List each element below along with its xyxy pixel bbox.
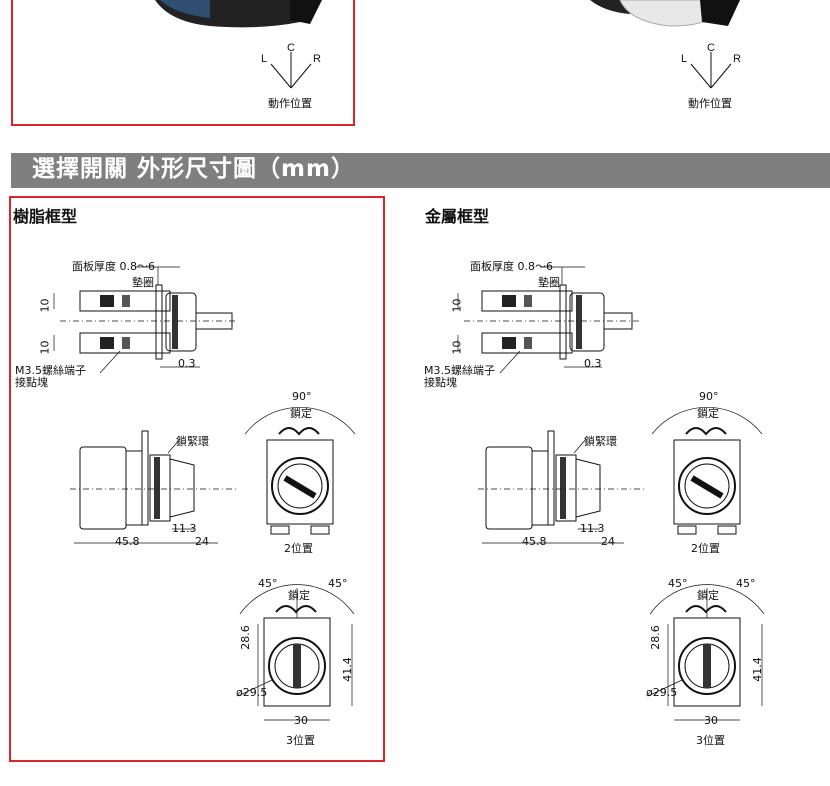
label-pos-2: 2位置 (284, 542, 313, 555)
top-product-frame (11, 0, 355, 126)
side-view-lower-metal (478, 430, 644, 544)
switch-knob-photo-right (590, 0, 740, 27)
motion-label-c: C (287, 42, 295, 54)
dim-angle-45-left-metal: 45° (668, 577, 688, 590)
dim-angle-90-metal: 90° (699, 390, 719, 403)
dim-ten-upper-metal: 10 (450, 298, 464, 313)
dim-ten-lower: 10 (38, 340, 52, 355)
dim-panel-thickness-metal: 面板厚度 0.8〜6 (470, 260, 553, 273)
label-pos-3-metal: 3位置 (696, 734, 725, 747)
dim-length-front: 24 (195, 535, 209, 548)
dim-height-286-metal: 28.6 (648, 625, 662, 650)
motion-label-r-right: R (733, 53, 741, 65)
dim-length-front-metal: 24 (601, 535, 615, 548)
dim-gap-metal: 0.3 (584, 357, 602, 370)
motion-label-l-right: L (681, 53, 688, 65)
section-title-resin: 樹脂框型 (13, 207, 78, 226)
label-contact-block-metal: 接點塊 (424, 376, 457, 389)
dim-length-main-metal: 45.8 (522, 535, 547, 548)
motion-label-r: R (313, 53, 321, 65)
label-lock-3pos: 鎖定 (288, 589, 310, 602)
label-terminal: M3.5螺絲端子 (15, 364, 86, 377)
side-view-top (53, 266, 236, 374)
label-pos-3: 3位置 (286, 734, 315, 747)
resin-highlight-frame (9, 196, 385, 762)
label-lock-2pos-metal: 鎖定 (697, 407, 719, 420)
dim-length-bezel-metal: 11.3 (580, 522, 605, 535)
dim-gasket-metal: 墊圈 (538, 276, 560, 289)
dim-ten-upper: 10 (38, 298, 52, 313)
section-title-metal: 金屬框型 (425, 207, 490, 226)
motion-diagram-right (690, 52, 732, 89)
dim-width-30-metal: 30 (704, 714, 718, 727)
motion-diagram-left (270, 52, 312, 89)
dim-angle-45-right: 45° (328, 577, 348, 590)
side-view-lower (70, 430, 238, 544)
dim-diameter: ø29.5 (236, 686, 268, 699)
dim-angle-45-right-metal: 45° (736, 577, 756, 590)
banner-title: 選擇開關 外形尺寸圖（mm） (32, 156, 355, 182)
label-lock-ring-metal: 鎖緊環 (584, 435, 617, 448)
motion-caption-right: 動作位置 (688, 97, 732, 110)
front-view-3pos-metal (647, 584, 765, 721)
label-lock-3pos-metal: 鎖定 (697, 589, 719, 602)
label-lock-2pos: 鎖定 (290, 407, 312, 420)
label-lock-ring: 鎖緊環 (176, 435, 209, 448)
front-view-2pos-metal (651, 407, 763, 535)
dim-angle-90: 90° (292, 390, 312, 403)
switch-knob-photo-left (155, 0, 322, 28)
dim-angle-45-left: 45° (258, 577, 278, 590)
label-contact-block: 接點塊 (15, 376, 48, 389)
dim-height-286: 28.6 (238, 625, 252, 650)
dim-height-414: 41.4 (340, 657, 354, 682)
motion-caption-left: 動作位置 (268, 97, 312, 110)
dim-ten-lower-metal: 10 (450, 340, 464, 355)
dim-gap: 0.3 (178, 357, 196, 370)
front-view-2pos (244, 407, 356, 535)
dim-width-30: 30 (294, 714, 308, 727)
section-banner (11, 153, 830, 188)
motion-label-c-right: C (707, 42, 715, 54)
dim-diameter-metal: ø29.5 (646, 686, 678, 699)
side-view-top-metal (457, 266, 640, 374)
dim-gasket: 墊圈 (132, 276, 154, 289)
dim-length-bezel: 11.3 (172, 522, 197, 535)
dim-panel-thickness: 面板厚度 0.8〜6 (72, 260, 155, 273)
dim-length-main: 45.8 (115, 535, 140, 548)
front-view-3pos (237, 584, 355, 721)
label-pos-2-metal: 2位置 (691, 542, 720, 555)
motion-label-l: L (261, 53, 268, 65)
dim-height-414-metal: 41.4 (750, 657, 764, 682)
label-terminal-metal: M3.5螺絲端子 (424, 364, 495, 377)
